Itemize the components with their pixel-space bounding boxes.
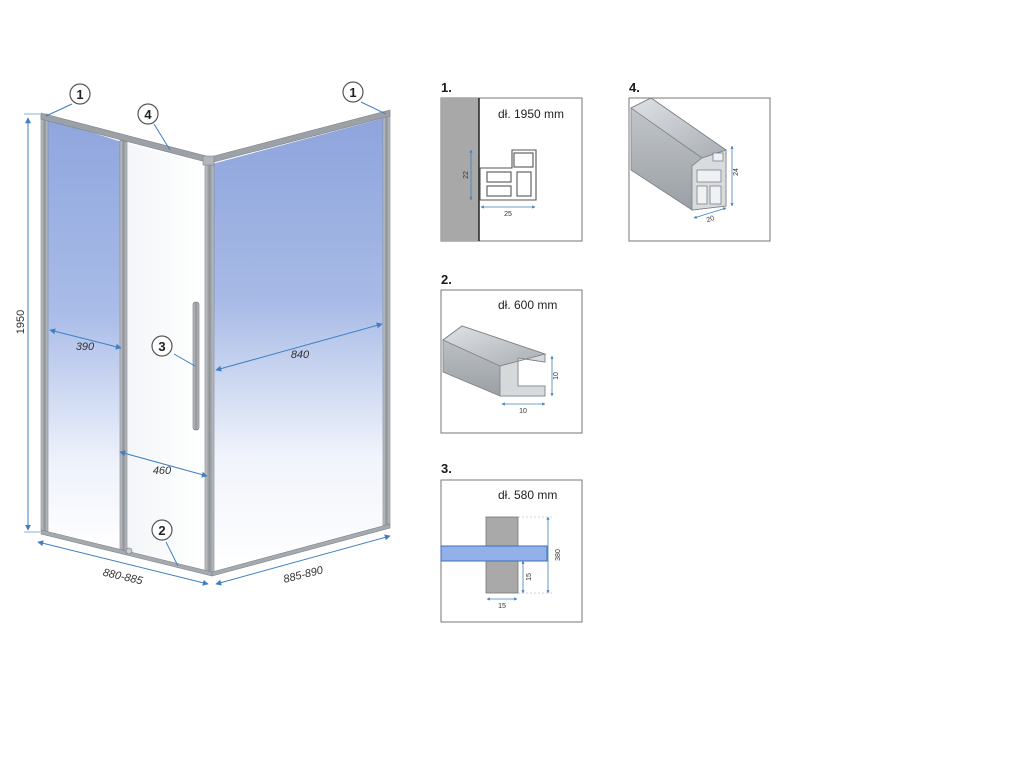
svg-text:1: 1	[349, 85, 356, 100]
fixed-right-dimension-line	[215, 322, 383, 372]
glass-section	[440, 545, 548, 562]
detail-panel-1: 1. dł. 1950 mm 22 25	[440, 80, 583, 242]
svg-text:24: 24	[733, 168, 740, 176]
svg-text:4: 4	[144, 107, 152, 122]
callout-1-right: 1	[342, 81, 364, 103]
detail-3-length: dł. 580 mm	[498, 488, 557, 502]
svg-text:15: 15	[526, 573, 533, 581]
callout-4: 4	[137, 103, 159, 125]
detail-2-length: dł. 600 mm	[498, 298, 557, 312]
detail-3-label: 3.	[441, 461, 452, 476]
svg-text:2: 2	[158, 523, 165, 538]
front-width-label: 880-885	[102, 567, 145, 588]
callout-3: 3	[151, 335, 173, 357]
door-opening-label: 460	[153, 465, 172, 477]
enclosure-drawing: 1950 390 840 460 880-885 885-890 1 1 4 3…	[15, 81, 391, 588]
svg-text:1: 1	[76, 87, 83, 102]
detail-1-length: dł. 1950 mm	[498, 107, 564, 121]
fixed-right-label: 840	[291, 349, 310, 361]
callout-2: 2	[151, 519, 173, 541]
bottom-profile-3d	[442, 325, 547, 397]
door-opening-dimension-line	[119, 450, 208, 478]
svg-text:3: 3	[158, 339, 165, 354]
fixed-glass-right	[212, 118, 384, 572]
svg-text:380: 380	[555, 549, 562, 561]
wall-section	[441, 98, 479, 241]
detail-2-label: 2.	[441, 272, 452, 287]
wall-profile-section	[479, 149, 537, 201]
front-width-dimension-line	[37, 540, 209, 586]
top-profile-3d	[630, 97, 727, 211]
side-width-dimension-line	[215, 534, 391, 586]
detail-1-label: 1.	[441, 80, 452, 95]
detail-panel-4: 4. 24 20	[628, 80, 771, 242]
svg-text:10: 10	[519, 408, 527, 415]
svg-text:10: 10	[553, 372, 560, 380]
side-width-label: 885-890	[282, 564, 325, 586]
door-roller	[125, 547, 133, 555]
svg-text:20: 20	[706, 215, 716, 224]
svg-text:22: 22	[463, 171, 470, 179]
dimension-lines	[24, 101, 391, 586]
detail-panel-3: 3. dł. 580 mm 380 15 15	[440, 461, 583, 623]
fixed-left-dimension-line	[49, 328, 122, 350]
detail-4-label: 4.	[629, 80, 640, 95]
detail-panel-2: 2. dł. 600 mm 10 10	[440, 272, 583, 434]
svg-text:15: 15	[498, 603, 506, 610]
height-label: 1950	[15, 310, 27, 334]
door-handle	[192, 301, 200, 431]
callout-1-left: 1	[69, 83, 91, 105]
svg-text:25: 25	[504, 211, 512, 218]
fixed-left-label: 390	[76, 341, 95, 353]
fixed-glass-left	[46, 118, 122, 548]
